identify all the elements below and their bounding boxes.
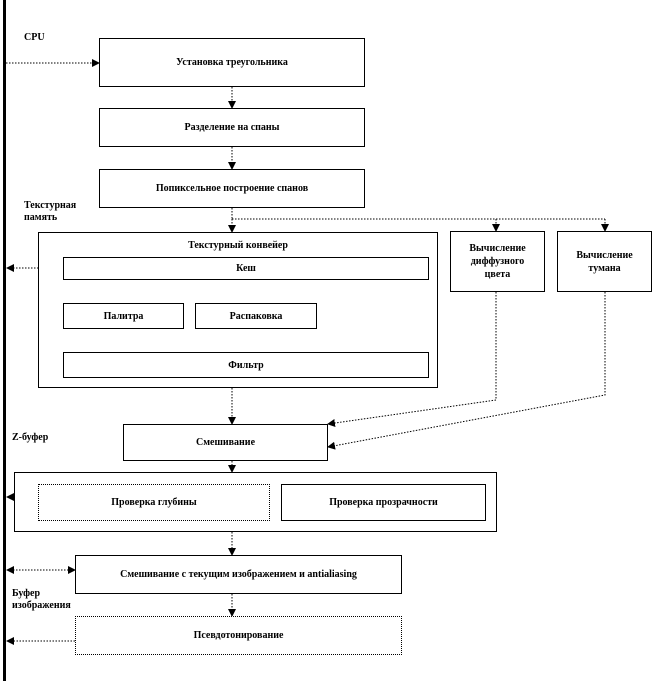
blend-aa-label: Смешивание с текущим изображением и anti… (120, 569, 357, 580)
blend-block: Смешивание (123, 424, 328, 461)
cache-label: Кеш (236, 263, 256, 274)
frame-buffer-label: Буфер изображения (12, 588, 71, 611)
pixel-span-block: Попиксельное построение спанов (99, 169, 365, 208)
alpha-test-block: Проверка прозрачности (281, 484, 486, 521)
z-buffer-label: Z-буфер (12, 432, 49, 443)
filter-block: Фильтр (63, 352, 429, 378)
texture-pipeline-label: Текстурный конвейер (188, 240, 288, 251)
fog-label: Вычисление тумана (576, 249, 633, 274)
left-bus-line (3, 0, 6, 681)
palette-block: Палитра (63, 303, 184, 329)
blend-label: Смешивание (195, 437, 256, 448)
depth-test-block: Проверка глубины (38, 484, 270, 521)
dither-label: Псевдотонирование (193, 630, 284, 641)
fog-to-blend-line (327, 292, 606, 450)
filter-label: Фильтр (228, 359, 264, 371)
pixel-span-label: Попиксельное построение спанов (155, 183, 309, 194)
dither-block: Псевдотонирование (75, 616, 402, 655)
unpack-block: Распаковка (195, 303, 317, 329)
depth-test-label: Проверка глубины (111, 497, 197, 508)
diffuse-label: Вычисление диффузного цвета (469, 243, 526, 280)
cache-block: Кеш (63, 257, 429, 280)
fog-block: Вычисление тумана (557, 231, 652, 292)
triangle-setup-label: Установка треугольника (176, 57, 288, 68)
span-split-block: Разделение на спаны (99, 108, 365, 147)
diffuse-to-blend-line (327, 292, 497, 427)
blend-aa-block: Смешивание с текущим изображением и anti… (75, 555, 402, 594)
span-split-label: Разделение на спаны (184, 122, 280, 133)
texture-memory-label: Текстурная память (24, 200, 77, 223)
alpha-test-label: Проверка прозрачности (329, 497, 438, 508)
palette-label: Палитра (103, 310, 144, 322)
cpu-label: CPU (24, 32, 45, 43)
unpack-label: Распаковка (229, 310, 283, 322)
diffuse-block: Вычисление диффузного цвета (450, 231, 545, 292)
triangle-setup-block: Установка треугольника (99, 38, 365, 87)
